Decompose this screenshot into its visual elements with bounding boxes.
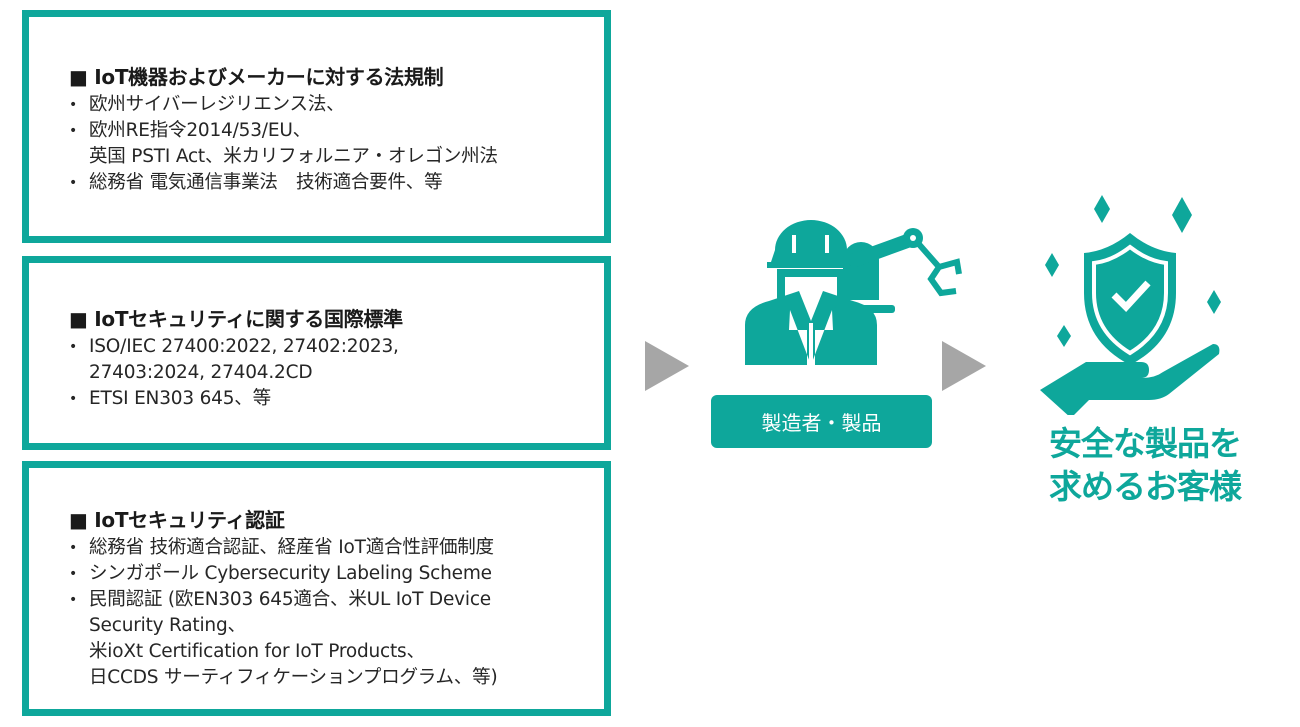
regulations-box: ■ IoT機器およびメーカーに対する法規制 欧州サイバーレジリエンス法、 欧州R… bbox=[22, 10, 611, 243]
list-item: 総務省 技術適合認証、経産省 IoT適合性評価制度 bbox=[69, 535, 497, 561]
customer-label: 安全な製品を 求めるお客様 bbox=[1030, 422, 1260, 508]
worker-robot-icon bbox=[745, 220, 962, 368]
list-item: 米ioXt Certification for IoT Products、 bbox=[89, 641, 425, 662]
list-item: 欧州RE指令2014/53/EU、 bbox=[69, 118, 498, 144]
certification-box: ■ IoTセキュリティ認証 総務省 技術適合認証、経産省 IoT適合性評価制度 … bbox=[22, 461, 611, 716]
customer-line-1: 安全な製品を bbox=[1049, 424, 1242, 463]
list-item: シンガポール Cybersecurity Labeling Scheme bbox=[69, 561, 497, 587]
standards-box: ■ IoTセキュリティに関する国際標準 ISO/IEC 27400:2022, … bbox=[22, 256, 611, 450]
list-item: 英国 PSTI Act、米カリフォルニア・オレゴン州法 bbox=[89, 146, 498, 167]
list-item: ETSI EN303 645、等 bbox=[69, 386, 403, 412]
list-item: 民間認証 (欧EN303 645適合、米UL IoT Device bbox=[69, 587, 497, 613]
list-item: 27403:2024, 27404.2CD bbox=[89, 362, 313, 383]
box-title: ■ IoTセキュリティに関する国際標準 bbox=[69, 307, 403, 331]
customer-line-2: 求めるお客様 bbox=[1049, 467, 1242, 506]
shield-hand-icon bbox=[1040, 195, 1221, 415]
box-title: ■ IoTセキュリティ認証 bbox=[69, 508, 285, 532]
list-item: 日CCDS サーティフィケーションプログラム、等) bbox=[89, 667, 498, 688]
arrow-right-icon bbox=[645, 341, 689, 391]
box-title: ■ IoT機器およびメーカーに対する法規制 bbox=[69, 65, 444, 89]
list-item: ISO/IEC 27400:2022, 27402:2023, bbox=[69, 334, 403, 360]
manufacturer-label: 製造者・製品 bbox=[711, 395, 932, 448]
list-item: Security Rating、 bbox=[89, 615, 246, 636]
list-item: 欧州サイバーレジリエンス法、 bbox=[69, 92, 498, 118]
arrow-right-icon bbox=[942, 341, 986, 391]
list-item: 総務省 電気通信事業法 技術適合要件、等 bbox=[69, 170, 498, 196]
